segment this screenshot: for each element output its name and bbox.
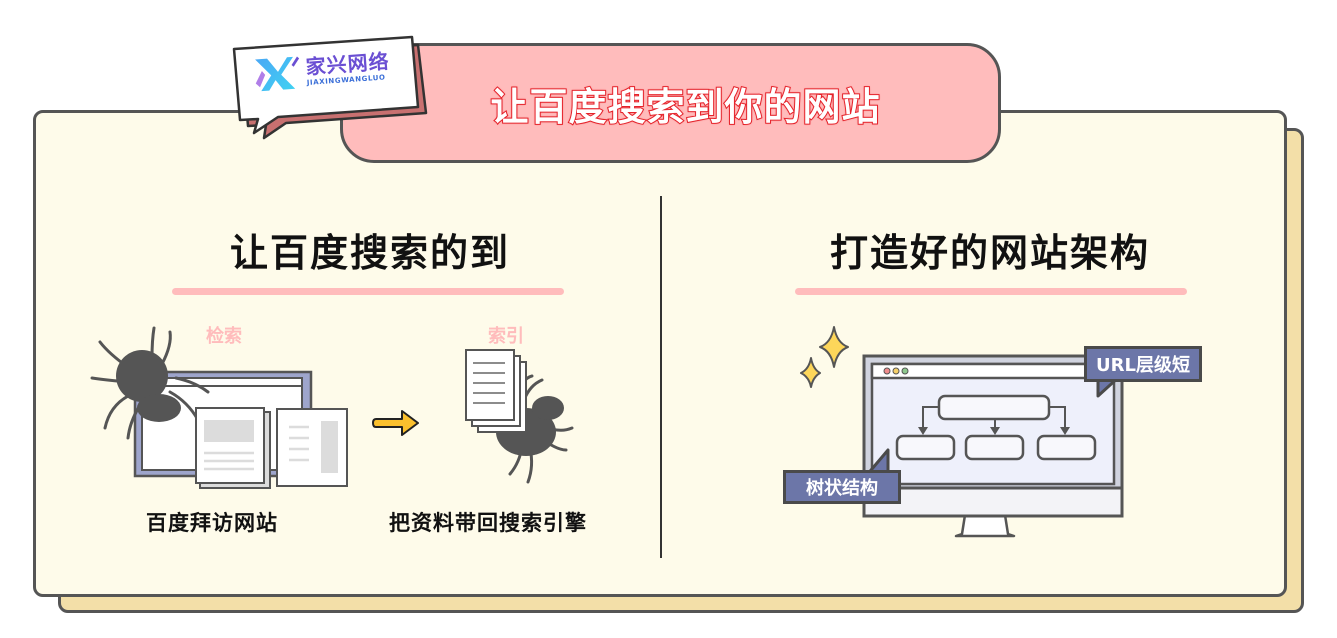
step-label-index: 索引 — [488, 326, 524, 347]
title-banner: 让百度搜索到你的网站 — [340, 43, 1001, 163]
monitor-sitemap-icon — [862, 354, 1124, 538]
step-caption-visit: 百度拜访网站 — [146, 511, 278, 535]
logo: 家兴网络 JIAXINGWANGLUO — [252, 34, 416, 105]
arrow-right-icon — [372, 410, 419, 436]
banner-title: 让百度搜索到你的网站 — [489, 84, 881, 130]
tag-tree-structure: 树状结构 — [783, 470, 901, 504]
right-section-title: 打造好的网站架构 — [829, 231, 1150, 275]
spider-carrying-documents-icon — [465, 349, 574, 484]
step-label-retrieve: 检索 — [206, 326, 242, 347]
left-section-title: 让百度搜索的到 — [229, 231, 510, 275]
spider-crawling-browser-icon — [90, 326, 348, 489]
right-title-underline — [795, 288, 1187, 295]
left-title-underline — [172, 288, 564, 295]
logo-speech-bubble — [232, 35, 428, 140]
sparkle-icon — [800, 326, 849, 388]
tag-url-depth: URL层级短 — [1084, 346, 1202, 382]
x-logo-icon — [255, 56, 300, 92]
step-caption-return: 把资料带回搜索引擎 — [389, 511, 587, 535]
section-divider — [660, 196, 662, 558]
